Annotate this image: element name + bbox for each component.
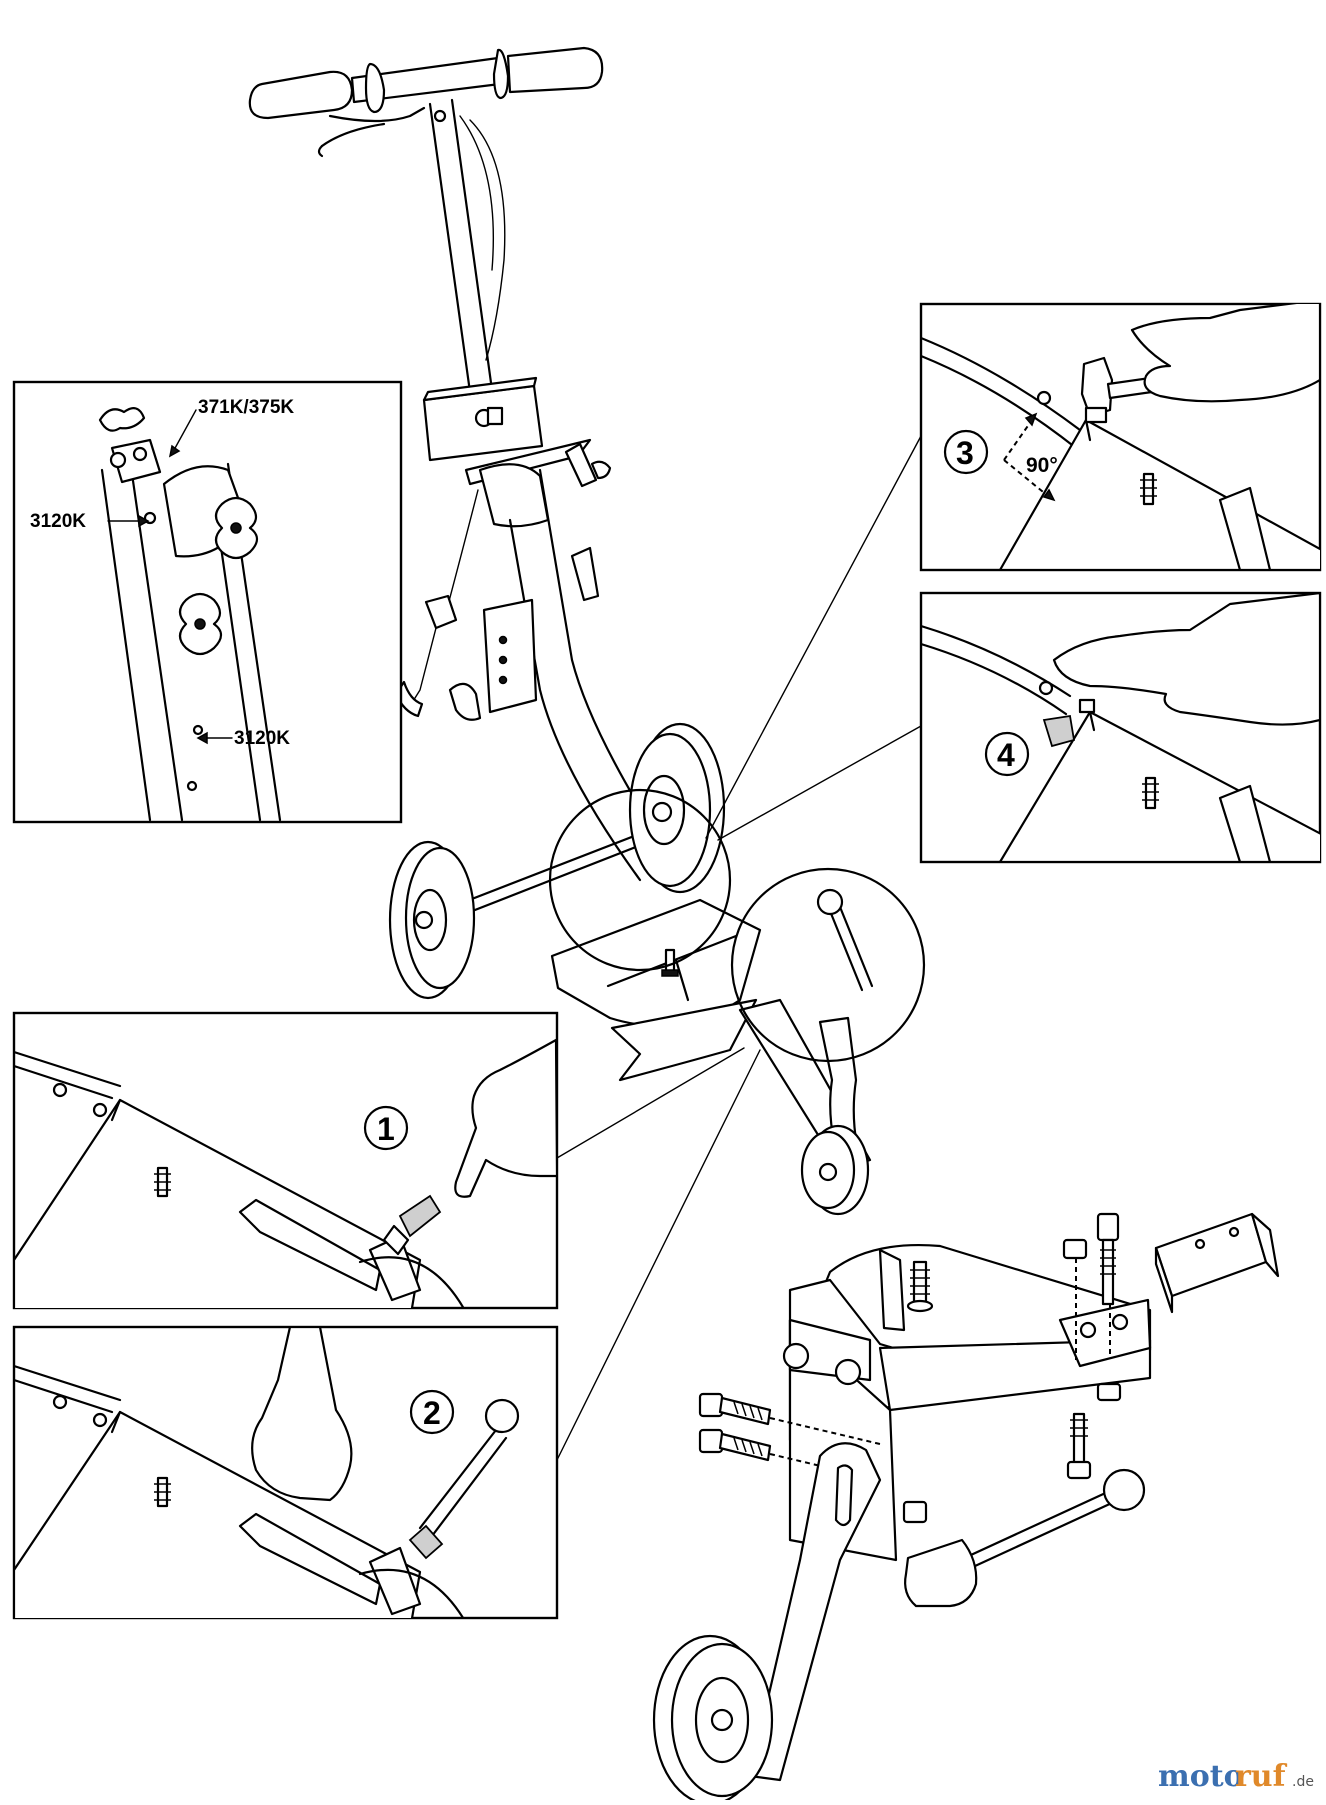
main-machine	[248, 46, 926, 1216]
lever-icon	[816, 888, 874, 992]
hand-icon	[454, 1038, 557, 1198]
bolt-icon	[1096, 1212, 1120, 1306]
watermark-ruf: ruf	[1235, 1759, 1288, 1794]
step-3-number: 3	[956, 435, 974, 471]
watermark-moto: moto	[1158, 1759, 1244, 1794]
nut-icon	[1096, 1382, 1122, 1402]
bolt-icon	[1140, 472, 1157, 506]
step-4-number: 4	[997, 737, 1015, 773]
wheel-assembly	[388, 722, 726, 1000]
nut-icon	[1080, 356, 1114, 424]
label-3120k-lower: 3120K	[234, 728, 290, 749]
bolt-icon	[906, 1260, 934, 1313]
handle-tube	[428, 98, 506, 394]
callout-lines	[556, 435, 922, 1461]
detail-circle-axle	[548, 788, 732, 972]
lever-icon	[382, 1194, 442, 1256]
inset-part-labels: 371K/375K 3120K 3120K	[12, 380, 403, 824]
bolt-icon	[1142, 776, 1159, 810]
nut-icon	[1062, 1238, 1088, 1260]
label-3120k-upper: 3120K	[30, 511, 86, 532]
step-1-number: 1	[377, 1111, 395, 1147]
bolt-icon	[154, 1476, 171, 1508]
angle-label: 90°	[1026, 454, 1058, 477]
bolt-icon	[1066, 1412, 1092, 1480]
exploded-front-wheel	[652, 1212, 1280, 1805]
hand-icon	[251, 1327, 353, 1502]
bolt-icon	[698, 1392, 772, 1426]
bolt-icon	[698, 1428, 772, 1462]
bolt-icon	[154, 1166, 171, 1198]
watermark-suffix: .de	[1292, 1774, 1314, 1790]
base-plate	[550, 898, 762, 1082]
wheel-icon	[388, 840, 476, 1000]
lower-tube	[508, 442, 662, 882]
step-2-number: 2	[423, 1395, 441, 1431]
handlebar	[248, 46, 604, 158]
hand-icon	[1052, 593, 1320, 726]
inset-step-3: 3 90°	[919, 302, 1322, 572]
cable-assembly	[394, 489, 538, 721]
inset-step-2: 2	[12, 1325, 559, 1620]
front-wheel-arm	[738, 888, 874, 1216]
label-371k-375k: 371K/375K	[198, 397, 294, 418]
hand-icon	[1130, 304, 1320, 403]
watermark: moto ruf .de	[1158, 1759, 1314, 1794]
bolt-icon	[661, 948, 679, 977]
lever-icon	[408, 1398, 520, 1560]
lever-icon	[904, 1468, 1146, 1608]
inset-step-4: 4	[919, 591, 1322, 864]
wheel-icon	[628, 722, 726, 894]
tube-section	[1154, 1212, 1280, 1314]
detail-circle-front	[730, 867, 926, 1063]
inset-step-1: 1	[12, 1011, 559, 1310]
nut-icon	[902, 1500, 928, 1524]
clamp-bracket	[422, 376, 592, 528]
wheel-icon	[652, 1634, 774, 1805]
wheel-icon	[800, 1124, 870, 1216]
